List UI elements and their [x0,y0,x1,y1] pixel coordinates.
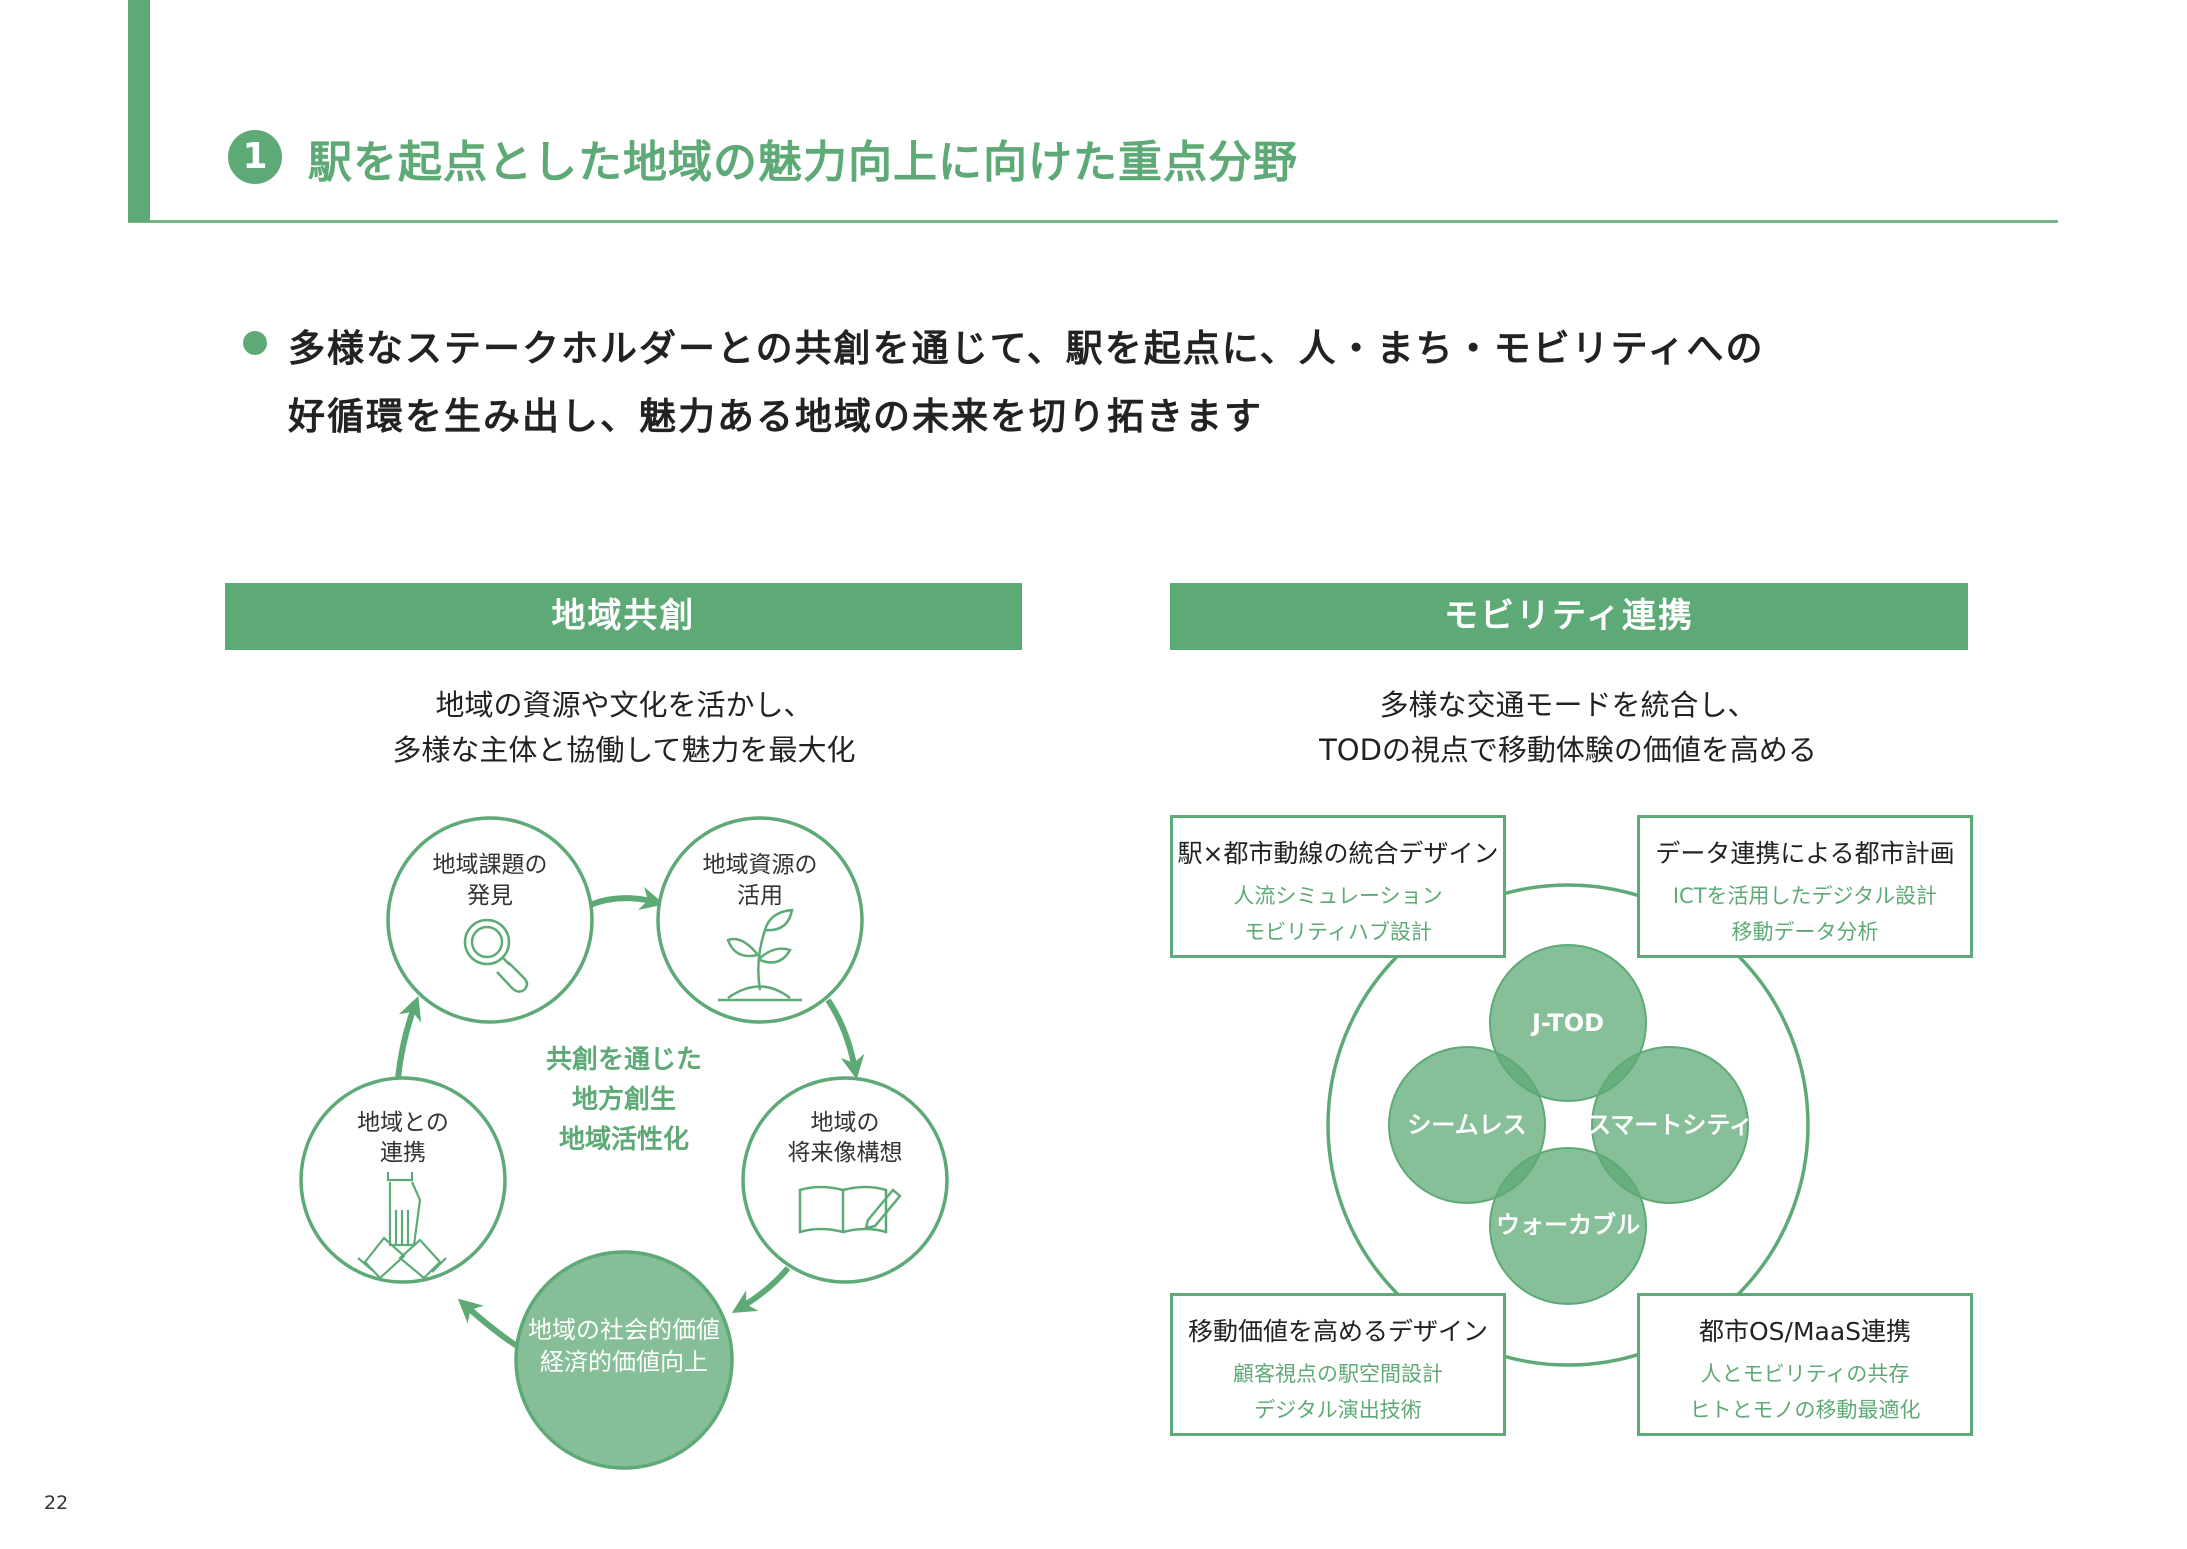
core-circles: J-TOD シームレス スマートシティ ウォーカブル [1388,944,1753,1305]
cycle-node-collaborate: 地域との 連携 [299,1076,507,1284]
cycle-node-utilize: 地域資源の 活用 [656,816,864,1024]
joined-hands-icon [357,1172,447,1280]
section-accent-bar [128,0,150,222]
center-message-line: 地域活性化 [559,1125,689,1155]
panel-subtitle-left: 地域の資源や文化を活かし、 多様な主体と協働して魅力を最大化 [224,683,1024,773]
feature-box-title: 駅×都市動線の統合デザイン [1177,839,1499,868]
cycle-node-label: 地域資源の [703,852,818,878]
bullet-dot-icon [243,331,267,355]
core-label-seamless: シームレス [1407,1111,1526,1139]
subtitle-line: 多様な交通モードを統合し、 [1379,688,1757,722]
core-label-smartcity: スマートシティ [1587,1111,1753,1139]
panel-heading-regional-cocreation: 地域共創 [225,583,1022,650]
feature-box-item: 人流シミュレーション [1233,884,1443,908]
title-underline [128,220,2058,223]
cycle-node-label: 地域課題の [433,852,548,878]
cycle-arrows [395,886,865,1351]
subtitle-line: 地域の資源や文化を活かし、 [435,688,813,722]
page-number: 22 [44,1492,69,1514]
cycle-node-value: 地域の社会的価値 経済的価値向上 [514,1250,734,1470]
feature-box-title: 都市OS/MaaS連携 [1698,1317,1912,1346]
core-label-walkable: ウォーカブル [1496,1211,1640,1239]
lead-text-line-2: 好循環を生み出し、魅力ある地域の未来を切り拓きます [288,395,1263,438]
arrow-discover-to-utilize [588,886,665,911]
feature-box-item: モビリティハブ設計 [1244,920,1432,944]
core-circle-jtod [1489,944,1647,1102]
feature-box-station-flow-design: 駅×都市動線の統合デザイン 人流シミュレーション モビリティハブ設計 [1170,815,1506,958]
feature-box-city-os-maas: 都市OS/MaaS連携 人とモビリティの共存 ヒトとモノの移動最適化 [1637,1293,1973,1436]
lead-text-line-1: 多様なステークホルダーとの共創を通じて、駅を起点に、人・まち・モビリティへの [288,327,1765,370]
panel-subtitle-right: 多様な交通モードを統合し、 TODの視点で移動体験の価値を高める [1168,683,1968,773]
center-message-line: 共創を通じた [546,1045,702,1075]
cycle-node-label: 連携 [380,1140,426,1166]
subtitle-line: 多様な主体と協働して魅力を最大化 [392,733,856,767]
cycle-node-label: 発見 [467,883,513,909]
feature-box-item: 移動データ分析 [1731,920,1879,944]
arrow-value-to-collaborate [457,1298,522,1351]
sprout-icon [718,908,802,1002]
arrow-vision-to-value [731,1266,791,1313]
page-title: 駅を起点とした地域の魅力向上に向けた重点分野 [308,137,1298,188]
panel-heading-mobility: モビリティ連携 [1170,583,1968,650]
core-circle-walkable [1489,1147,1647,1305]
cycle-node-label: 活用 [737,883,783,909]
outer-ring [1326,883,1810,1367]
core-label-jtod: J-TOD [1530,1009,1604,1037]
feature-box-title: データ連携による都市計画 [1655,839,1955,868]
cycle-node-discover: 地域課題の 発見 [386,816,594,1024]
feature-box-data-urban-planning: データ連携による都市計画 ICTを活用したデジタル設計 移動データ分析 [1637,815,1973,958]
feature-box-item: 顧客視点の駅空間設計 [1233,1362,1443,1386]
arrow-collaborate-to-discover [395,996,422,1079]
section-number-badge: 1 [228,130,282,184]
cycle-node-label: 経済的価値向上 [540,1348,708,1376]
magnifier-icon [463,918,529,993]
cycle-node-label: 地域の [811,1110,880,1136]
feature-box-mobility-value-design: 移動価値を高めるデザイン 顧客視点の駅空間設計 デジタル演出技術 [1170,1293,1506,1436]
arrow-utilize-to-vision [825,998,865,1080]
subtitle-line: TODの視点で移動体験の価値を高める [1319,733,1817,767]
cycle-node-label: 地域との [357,1110,449,1136]
core-circle-smartcity [1591,1046,1749,1204]
core-circle-seamless [1388,1046,1546,1204]
cycle-node-label: 地域の社会的価値 [528,1316,720,1344]
feature-box-item: デジタル演出技術 [1254,1398,1422,1422]
cycle-center-message: 共創を通じた 地方創生 地域活性化 [546,1045,702,1155]
feature-box-item: 人とモビリティの共存 [1700,1362,1910,1386]
feature-box-item: ICTを活用したデジタル設計 [1672,884,1938,908]
center-message-line: 地方創生 [572,1084,676,1115]
notebook-pencil-icon [798,1185,902,1234]
cycle-node-vision: 地域の 将来像構想 [741,1076,949,1284]
feature-box-item: ヒトとモノの移動最適化 [1689,1398,1921,1422]
feature-box-title: 移動価値を高めるデザイン [1187,1317,1488,1346]
cycle-node-label: 将来像構想 [788,1140,903,1166]
